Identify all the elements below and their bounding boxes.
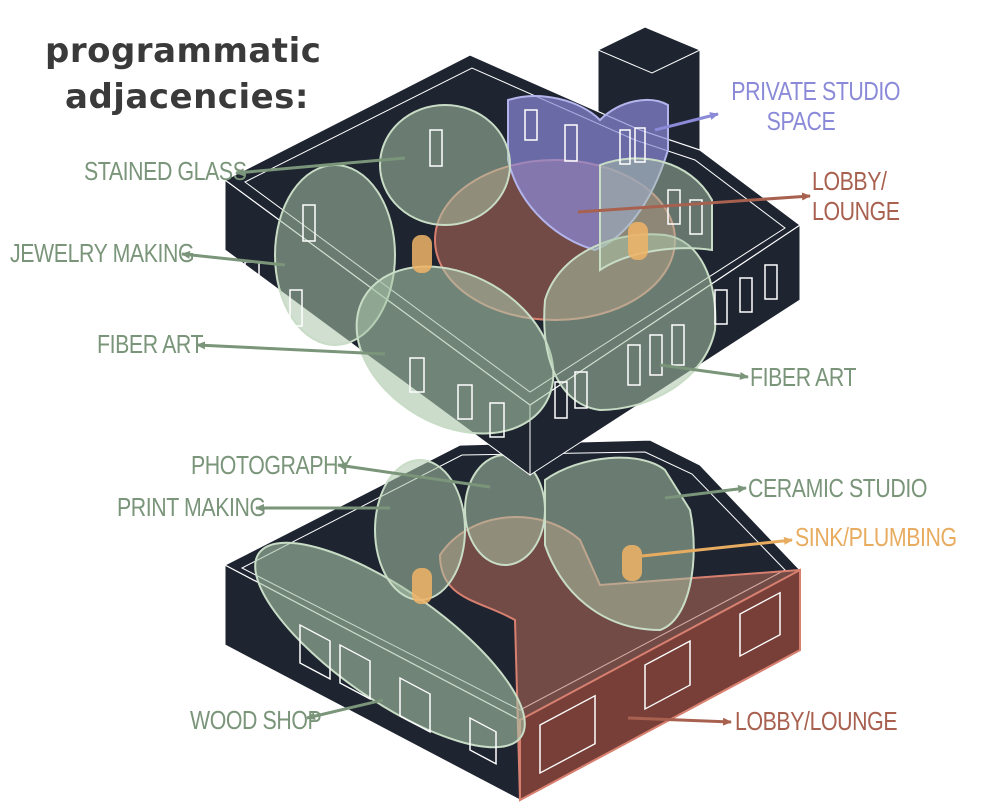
arrow-stained-glass	[235, 156, 406, 177]
label-stained-glass: STAINED GLASS	[84, 156, 247, 186]
lower-floor	[223, 439, 801, 802]
label-private-studio-line-1: PRIVATE STUDIO	[731, 76, 901, 106]
title-line-1: programmatic	[45, 31, 322, 71]
sink-plumbing-zone-lower-a	[412, 568, 432, 604]
arrow-sink-plumbing	[641, 536, 793, 558]
label-fiber-art-left: FIBER ART	[97, 329, 204, 359]
label-ceramic-studio: CERAMIC STUDIO	[748, 473, 928, 503]
ceramic-studio-zone	[544, 456, 695, 632]
fiber-art-left-zone	[355, 265, 555, 435]
arrow-lobby-lower	[627, 716, 732, 726]
label-lobby-upper: LOBBY/ LOUNGE	[812, 166, 900, 226]
tower-top	[596, 26, 702, 74]
label-photography: PHOTOGRAPHY	[191, 450, 352, 480]
leader-lines	[181, 112, 811, 726]
arrow-wood-shop	[306, 698, 384, 721]
sink-plumbing-zone-lower-b	[622, 545, 642, 581]
arrow-private-studio	[654, 112, 719, 132]
diagram-title: programmatic adjacencies:	[45, 28, 321, 120]
arrow-ceramic-studio	[664, 485, 747, 500]
title-line-2: adjacencies:	[65, 77, 309, 117]
label-private-studio: PRIVATE STUDIO SPACE	[731, 76, 901, 136]
label-lobby-upper-line-1: LOBBY/	[812, 166, 887, 196]
label-fiber-art-right: FIBER ART	[750, 362, 857, 392]
label-wood-shop: WOOD SHOP	[190, 705, 322, 735]
label-private-studio-line-2: SPACE	[766, 106, 836, 136]
arrow-lobby-upper	[577, 192, 811, 214]
label-lobby-lower: LOBBY/LOUNGE	[735, 706, 898, 736]
label-lobby-upper-line-2: LOUNGE	[812, 196, 900, 226]
arrow-jewelry-making	[181, 250, 286, 267]
label-sink-plumbing: SINK/PLUMBING	[795, 522, 957, 552]
arrow-fiber-art-right	[659, 363, 749, 380]
upper-windows	[244, 109, 778, 438]
lower-windows	[299, 591, 781, 775]
lobby-floor-face	[519, 568, 801, 802]
arrow-photography	[337, 462, 491, 489]
label-jewelry-making: JEWELRY MAKING	[10, 238, 195, 268]
arrow-fiber-art-left	[196, 341, 386, 356]
label-print-making: PRINT MAKING	[117, 492, 266, 522]
sink-plumbing-zone-upper-b	[628, 222, 648, 260]
stained-glass-zone	[379, 104, 511, 226]
sink-plumbing-zone-upper-a	[412, 235, 432, 273]
upper-floor	[223, 26, 802, 476]
